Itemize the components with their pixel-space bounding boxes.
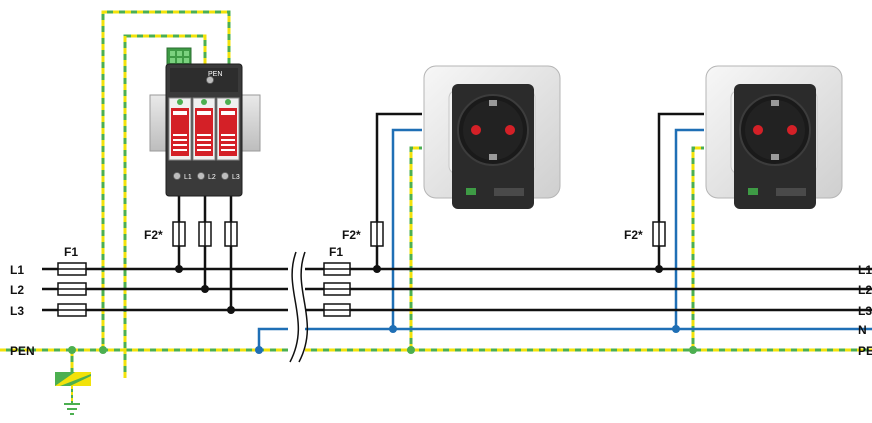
surge-arrester-icon	[149, 47, 261, 197]
label-fuse-f2-spd: F2*	[144, 228, 163, 242]
main-fuse-left	[57, 262, 87, 317]
label-right-l1: L1	[858, 263, 872, 277]
spd-backup-fuses	[172, 221, 238, 247]
pe-conductors	[0, 10, 872, 378]
outlet-fuse-1	[370, 221, 384, 247]
earth-ground-icon	[64, 386, 80, 415]
outlet-fuse-2	[652, 221, 666, 247]
equipotential-bar-icon	[55, 372, 91, 386]
spd-label-l2: L2	[208, 174, 216, 181]
line-break-symbol	[289, 250, 308, 365]
label-fuse-f2-outlet-2: F2*	[624, 228, 643, 242]
label-left-l2: L2	[10, 283, 24, 297]
label-left-l1: L1	[10, 263, 24, 277]
label-right-n: N	[858, 323, 867, 337]
neutral-conductor	[257, 128, 872, 350]
junction-dots	[68, 265, 697, 354]
spd-label-l1: L1	[184, 174, 192, 181]
label-right-pe: PE	[858, 344, 872, 358]
schuko-socket-icon	[423, 65, 561, 209]
label-fuse-f2-outlet-1: F2*	[342, 228, 361, 242]
label-right-l3: L3	[858, 304, 872, 318]
spd-label-l3: L3	[232, 174, 240, 181]
label-right-l2: L2	[858, 283, 872, 297]
label-fuse-f1-left: F1	[64, 245, 78, 259]
spd-label-pen: PEN	[208, 71, 222, 78]
main-fuse-mid	[323, 262, 351, 317]
label-left-l3: L3	[10, 304, 24, 318]
label-fuse-f1-mid: F1	[329, 245, 343, 259]
label-left-pen: PEN	[10, 344, 35, 358]
schuko-socket-icon	[705, 65, 843, 209]
